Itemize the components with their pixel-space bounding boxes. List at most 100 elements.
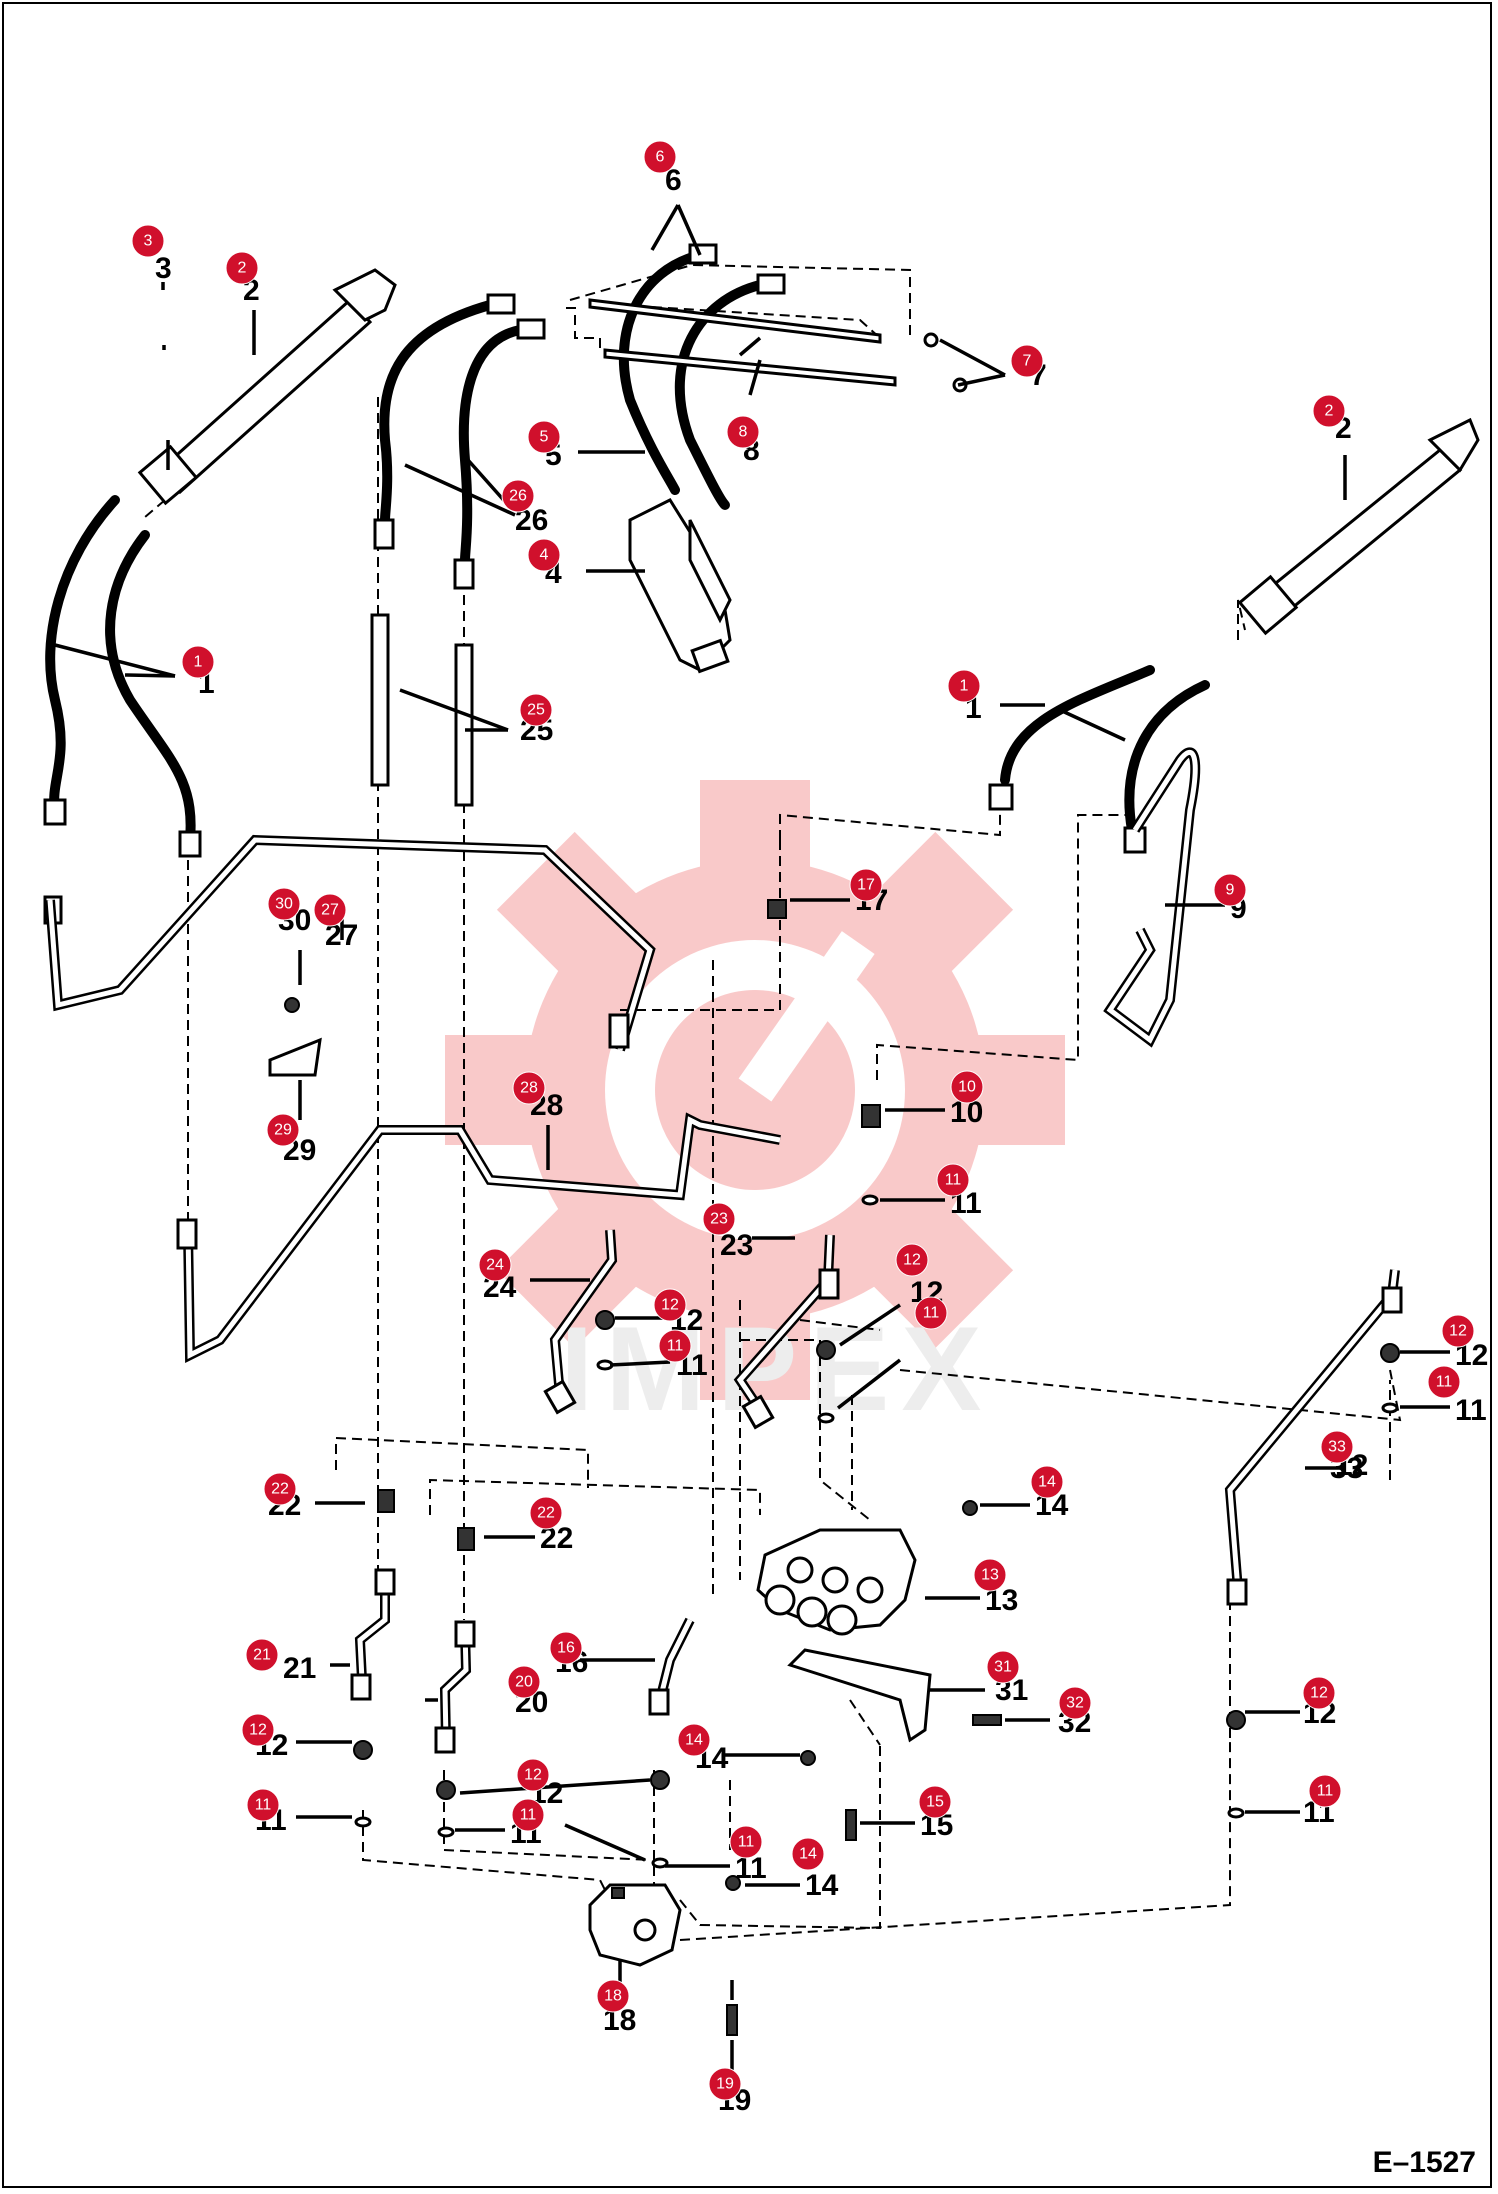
badge[interactable]: 14 bbox=[791, 1837, 825, 1871]
fitting-12-e bbox=[816, 1340, 836, 1360]
fitting-12-a bbox=[353, 1740, 373, 1760]
svg-text:18: 18 bbox=[604, 1988, 622, 2005]
callout-number: 6 bbox=[665, 164, 682, 197]
bolt-15 bbox=[845, 1809, 857, 1841]
badge[interactable]: 9 bbox=[1213, 873, 1247, 907]
badge[interactable]: 11 bbox=[914, 1296, 948, 1330]
bolt-32 bbox=[972, 1714, 1002, 1726]
svg-text:13: 13 bbox=[981, 1567, 999, 1584]
badge[interactable]: 14 bbox=[1030, 1465, 1064, 1499]
badge[interactable]: 15 bbox=[918, 1785, 952, 1819]
badge[interactable]: 31 bbox=[986, 1650, 1020, 1684]
svg-text:12: 12 bbox=[1310, 1685, 1328, 1702]
badge[interactable]: 2 bbox=[1312, 394, 1346, 428]
badge[interactable]: 11 bbox=[511, 1798, 545, 1832]
valve-4 bbox=[628, 498, 732, 674]
badge[interactable]: 26 bbox=[501, 479, 535, 513]
badge[interactable]: 12 bbox=[1441, 1314, 1475, 1348]
badge[interactable]: 23 bbox=[702, 1202, 736, 1236]
badge[interactable]: 7 bbox=[1010, 344, 1044, 378]
callout-number: 11 bbox=[1455, 1394, 1487, 1427]
badge[interactable]: 21 bbox=[245, 1638, 279, 1672]
svg-text:23: 23 bbox=[710, 1211, 728, 1228]
badge[interactable]: 24 bbox=[478, 1248, 512, 1282]
oring-11-d bbox=[1381, 1402, 1399, 1414]
badge[interactable]: 8 bbox=[726, 415, 760, 449]
callout-number: 23 bbox=[720, 1229, 753, 1262]
svg-text:12: 12 bbox=[249, 1722, 267, 1739]
callout-numbers: 3 2 1 26 25 5 4 6 8 7 2 1 9 30 27 29 28 … bbox=[155, 164, 1488, 2117]
svg-text:12: 12 bbox=[1449, 1323, 1467, 1340]
tube-20 bbox=[434, 1620, 476, 1754]
badge[interactable]: 22 bbox=[529, 1496, 563, 1530]
badge[interactable]: 33 bbox=[1320, 1430, 1354, 1464]
badge[interactable]: 12 bbox=[653, 1288, 687, 1322]
badge[interactable]: 22 bbox=[263, 1472, 297, 1506]
svg-text:21: 21 bbox=[253, 1647, 271, 1664]
badge[interactable]: 12 bbox=[516, 1758, 550, 1792]
left-lift-cylinder bbox=[137, 268, 397, 506]
fitting-12-c bbox=[650, 1770, 670, 1790]
badge[interactable]: 12 bbox=[1302, 1676, 1336, 1710]
oring-11-g bbox=[651, 1857, 669, 1869]
steel-lines-8 bbox=[588, 298, 968, 393]
callout-number: 21 bbox=[283, 1652, 316, 1685]
badge[interactable]: 13 bbox=[973, 1558, 1007, 1592]
svg-text:17: 17 bbox=[857, 877, 875, 894]
badge[interactable]: 19 bbox=[708, 2067, 742, 2101]
badge[interactable]: 11 bbox=[936, 1163, 970, 1197]
oring-11-e bbox=[354, 1816, 372, 1828]
badge[interactable]: 18 bbox=[596, 1979, 630, 2013]
badge[interactable]: 12 bbox=[241, 1713, 275, 1747]
badge[interactable]: 3 bbox=[131, 224, 165, 258]
badge[interactable]: 28 bbox=[512, 1071, 546, 1105]
badge[interactable]: 32 bbox=[1058, 1686, 1092, 1720]
badge[interactable]: 25 bbox=[519, 693, 553, 727]
svg-text:12: 12 bbox=[903, 1252, 921, 1269]
svg-text:10: 10 bbox=[958, 1079, 976, 1096]
badge[interactable]: 11 bbox=[729, 1825, 763, 1859]
svg-text:3: 3 bbox=[144, 233, 153, 250]
nut-14-top bbox=[962, 1500, 978, 1516]
block-18 bbox=[588, 1883, 682, 1967]
control-valve-13 bbox=[756, 1528, 917, 1636]
badge[interactable]: 16 bbox=[549, 1631, 583, 1665]
svg-text:20: 20 bbox=[515, 1674, 533, 1691]
badge[interactable]: 6 bbox=[643, 140, 677, 174]
svg-text:14: 14 bbox=[685, 1732, 703, 1749]
badge[interactable]: 1 bbox=[181, 645, 215, 679]
svg-text:11: 11 bbox=[1436, 1374, 1453, 1391]
tube-28 bbox=[176, 1112, 781, 1364]
badge[interactable]: 17 bbox=[849, 868, 883, 902]
svg-text:11: 11 bbox=[738, 1834, 755, 1851]
bracket-31 bbox=[787, 1648, 932, 1743]
badge[interactable]: 5 bbox=[527, 420, 561, 454]
svg-text:6: 6 bbox=[656, 149, 665, 166]
badge[interactable]: 11 bbox=[1427, 1365, 1461, 1399]
svg-text:8: 8 bbox=[739, 424, 748, 441]
svg-text:1: 1 bbox=[960, 678, 969, 695]
badge[interactable]: 2 bbox=[225, 251, 259, 285]
tube-16 bbox=[648, 1617, 695, 1716]
badge[interactable]: 12 bbox=[895, 1243, 929, 1277]
badge[interactable]: 10 bbox=[950, 1070, 984, 1104]
badge[interactable]: 20 bbox=[507, 1665, 541, 1699]
badge[interactable]: 30 bbox=[267, 887, 301, 921]
svg-text:12: 12 bbox=[661, 1297, 679, 1314]
badge[interactable]: 14 bbox=[677, 1723, 711, 1757]
badge[interactable]: 11 bbox=[658, 1329, 692, 1363]
badge[interactable]: 1 bbox=[947, 669, 981, 703]
svg-text:12: 12 bbox=[524, 1767, 542, 1784]
badge[interactable]: 27 bbox=[313, 893, 347, 927]
badge[interactable]: 11 bbox=[246, 1788, 280, 1822]
badge[interactable]: 4 bbox=[527, 538, 561, 572]
elbow-22-left bbox=[377, 1489, 395, 1513]
svg-text:16: 16 bbox=[557, 1640, 575, 1657]
svg-text:22: 22 bbox=[271, 1481, 289, 1498]
svg-text:19: 19 bbox=[716, 2076, 734, 2093]
badges: 3 2 1 6 7 8 5 26 4 2 25 1 17 9 30 27 29 … bbox=[131, 140, 1475, 2101]
badge[interactable]: 29 bbox=[266, 1113, 300, 1147]
svg-text:9: 9 bbox=[1226, 882, 1235, 899]
callout-number: 3 bbox=[155, 252, 172, 285]
badge[interactable]: 11 bbox=[1308, 1774, 1342, 1808]
